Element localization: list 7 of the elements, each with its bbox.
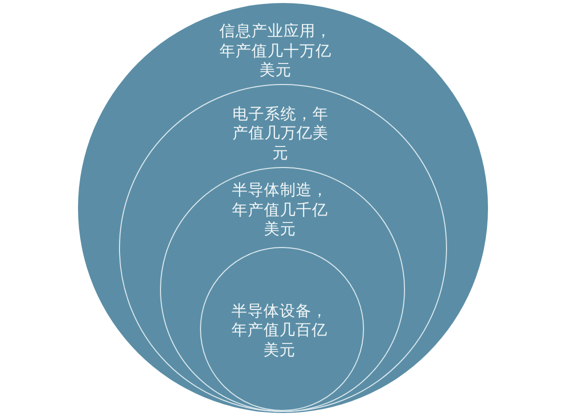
circle-label: 半导体设备，年产值几百亿美元 — [230, 302, 328, 360]
circle-label: 信息产业应用，年产值几十万亿美元 — [218, 22, 333, 80]
circle-label: 半导体制造，年产值几千亿美元 — [231, 181, 329, 240]
inner-circle — [119, 84, 447, 412]
circle-label: 电子系统，年产值几万亿美元 — [232, 104, 330, 163]
inner-circle — [160, 166, 405, 412]
inner-circle — [200, 247, 364, 411]
